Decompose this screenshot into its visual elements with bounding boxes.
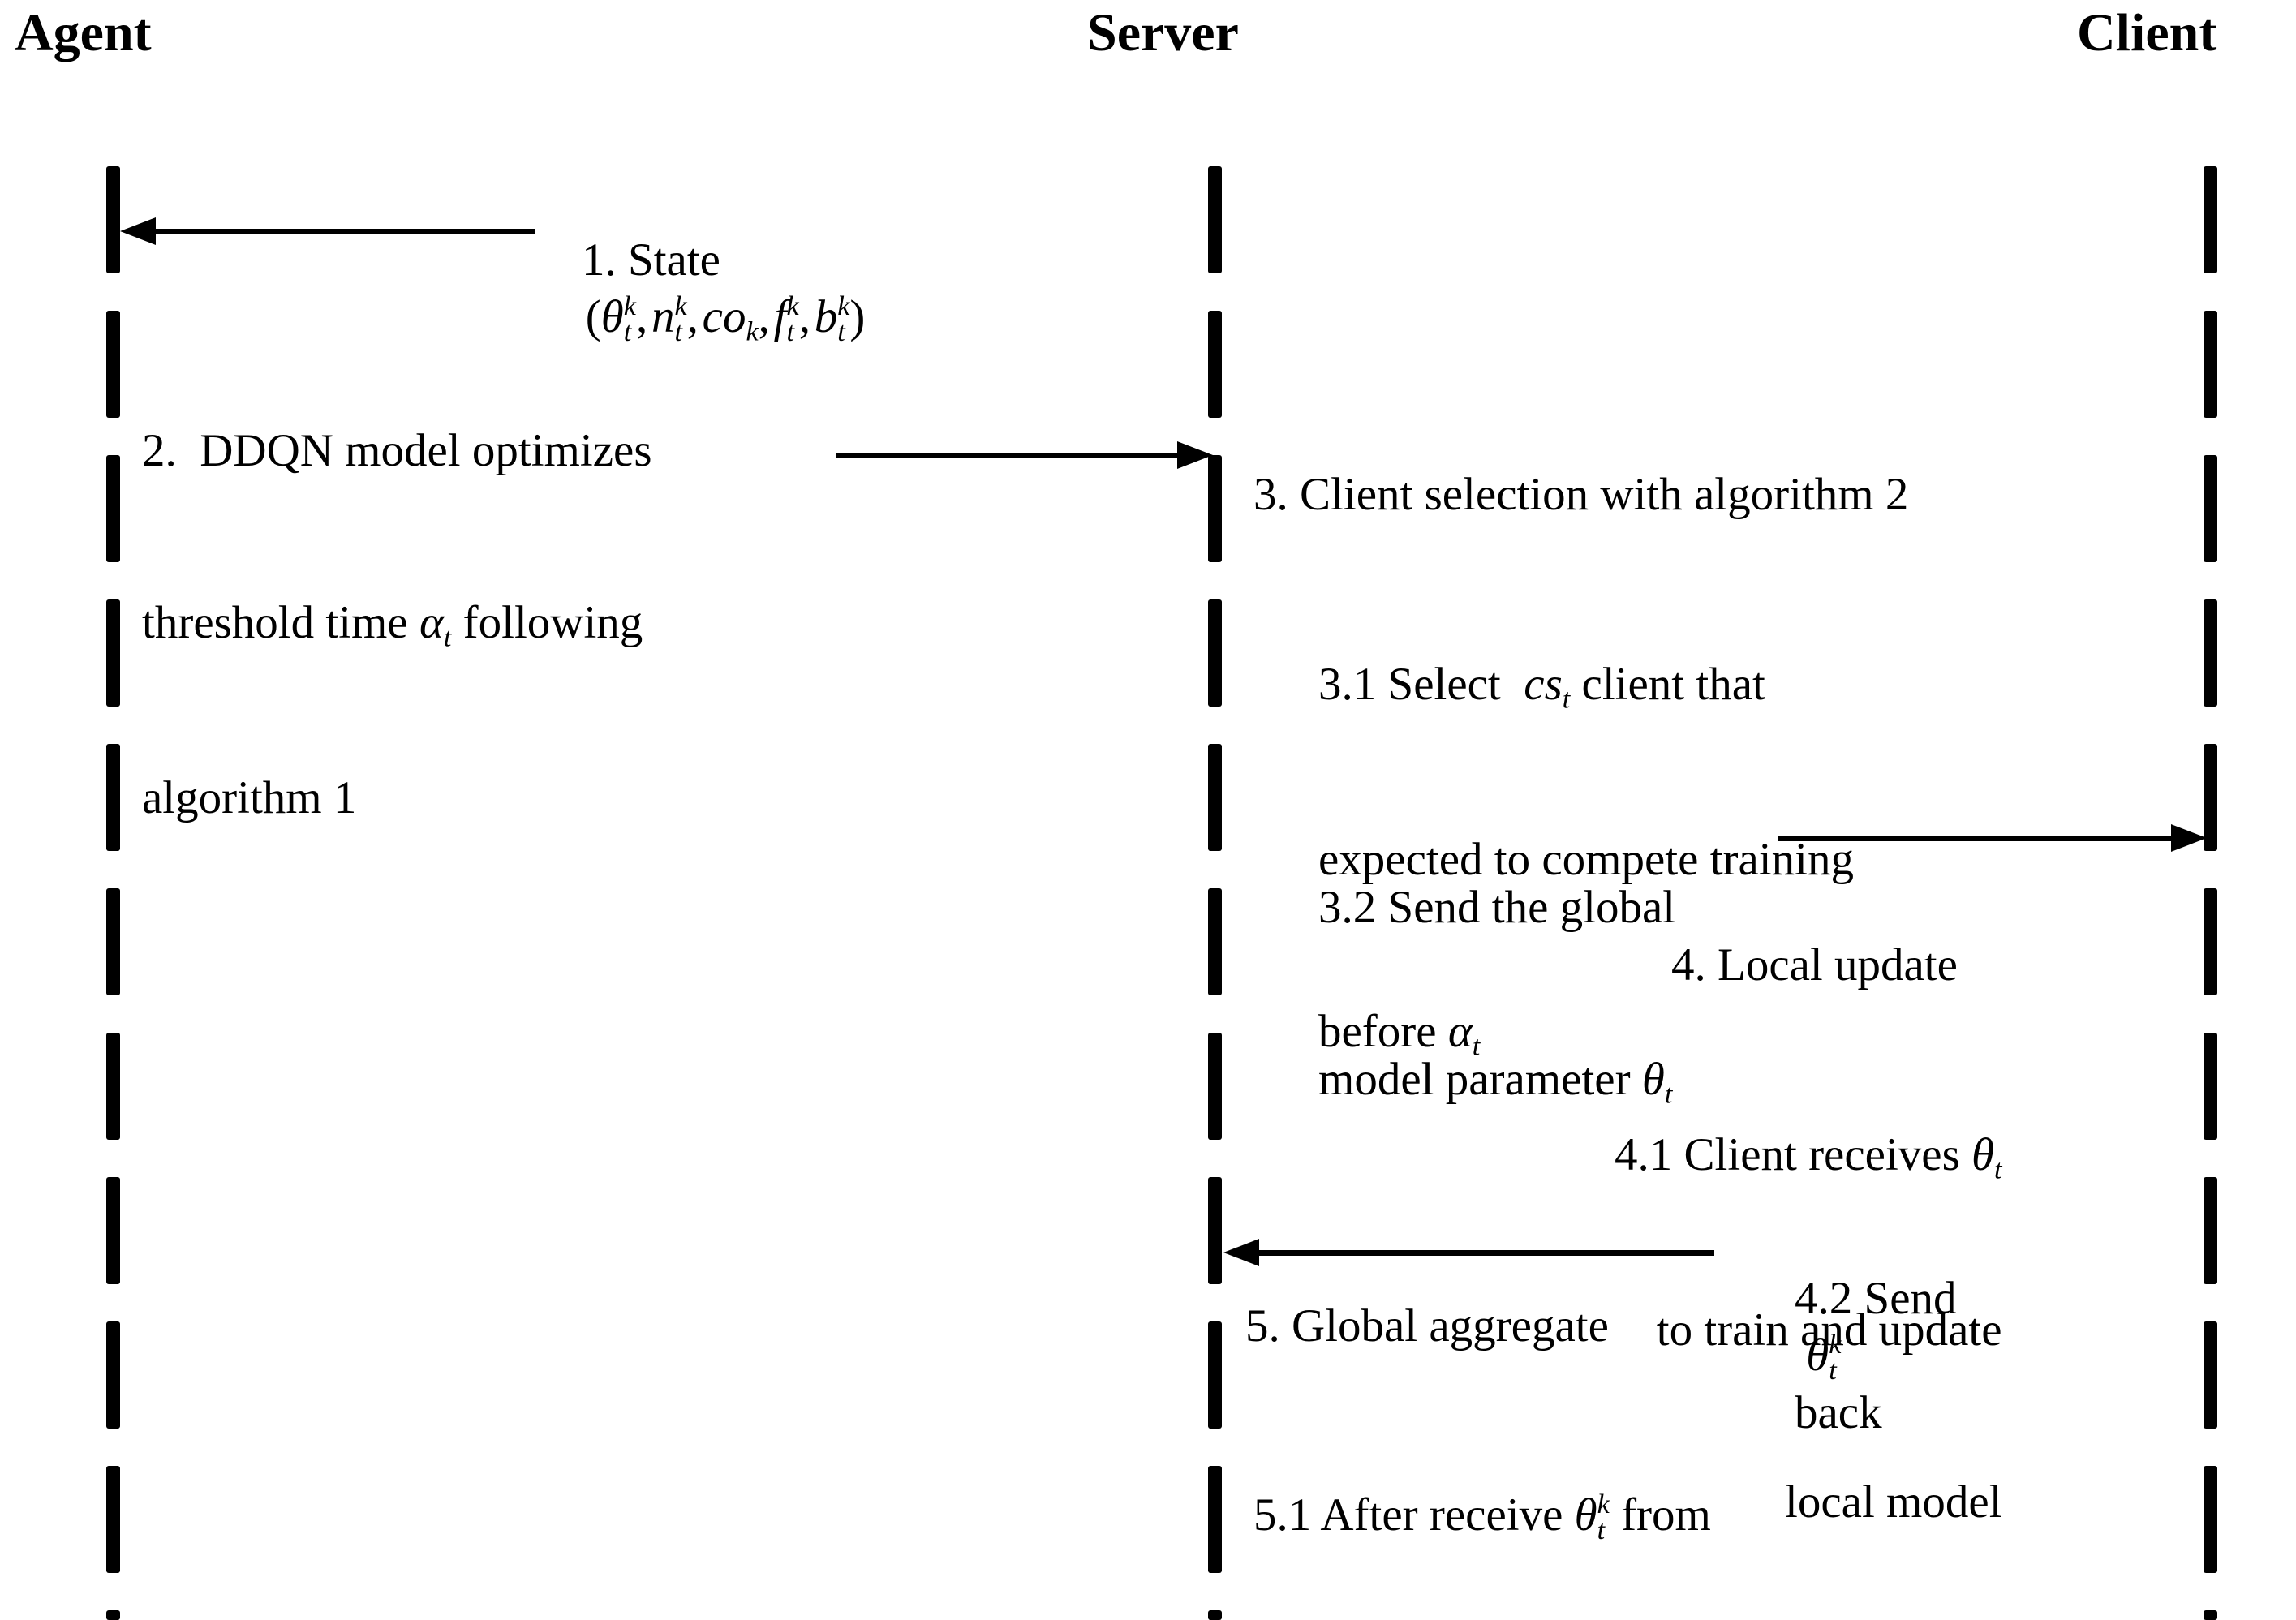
lifeline-segment <box>2204 311 2217 418</box>
lifeline-segment <box>2204 455 2217 562</box>
lifeline-segment <box>1208 744 1222 851</box>
message-2-ddqn-optimize: 2. DDQN model optimizes threshold time α… <box>142 308 652 942</box>
lifeline-segment <box>106 599 120 707</box>
arrow-global-model-server-to-client <box>1778 824 2207 852</box>
lifeline-segment <box>2204 599 2217 707</box>
lifeline-server <box>1208 166 1222 1620</box>
lifeline-segment <box>1208 1033 1222 1140</box>
lifeline-segment <box>106 1321 120 1429</box>
message-2-line-1: 2. DDQN model optimizes <box>142 425 652 477</box>
message-3-2-line-2: model parameter θt <box>1318 1054 1673 1110</box>
message-5-global-aggregate: 5. Global aggregate <box>1245 1300 1609 1351</box>
lifeline-segment <box>2204 744 2217 851</box>
participant-header-agent: Agent <box>15 3 152 62</box>
message-2-line-3: algorithm 1 <box>142 772 357 824</box>
lifeline-segment <box>106 455 120 562</box>
lifeline-segment <box>2204 166 2217 273</box>
lifeline-segment <box>106 1177 120 1284</box>
message-4-1-line-1: 4.1 Client receives θt <box>1615 1129 2002 1185</box>
message-3-1-line-3: before αt <box>1318 1006 1481 1062</box>
lifeline-segment <box>1208 166 1222 273</box>
lifeline-segment <box>1208 1177 1222 1284</box>
lifeline-segment <box>1208 1466 1222 1573</box>
lifeline-segment <box>1208 1610 1222 1620</box>
lifeline-segment <box>1208 1321 1222 1429</box>
arrowhead-left <box>1223 1239 1259 1266</box>
message-3-1-line-1: 3.1 Select cst client that <box>1318 659 1765 715</box>
lifeline-segment <box>1208 311 1222 418</box>
message-2-line-2: threshold time αt following <box>142 597 643 653</box>
message-4-1-line-3: local model <box>1785 1476 2002 1528</box>
lifeline-segment <box>1208 455 1222 562</box>
message-4-2-suffix: back <box>1795 1387 1882 1439</box>
message-4-1-line-2: to train and update <box>1656 1304 2002 1356</box>
message-3-client-selection: 3. Client selection with algorithm 2 <box>1253 469 1909 520</box>
message-3-2-line-1: 3.2 Send the global <box>1318 882 1676 934</box>
arrowhead-left <box>120 217 156 245</box>
arrow-shaft <box>1778 836 2174 841</box>
lifeline-segment <box>1208 888 1222 995</box>
arrowhead-right <box>2171 824 2207 852</box>
lifeline-segment <box>1208 599 1222 707</box>
lifeline-segment <box>106 1610 120 1620</box>
arrow-send-back-client-to-server <box>1223 1239 1714 1266</box>
participant-header-client: Client <box>2077 3 2217 62</box>
arrowhead-right <box>1177 441 1213 469</box>
lifeline-segment <box>106 1033 120 1140</box>
message-4-1-client-receives: 4.1 Client receives θt to train and upda… <box>1615 1012 2002 1620</box>
arrow-shaft <box>1256 1250 1714 1256</box>
lifeline-segment <box>2204 1033 2217 1140</box>
message-3-1-line-2: expected to compete training <box>1318 834 1854 886</box>
lifeline-segment <box>2204 888 2217 995</box>
lifeline-segment <box>2204 1321 2217 1429</box>
lifeline-segment <box>2204 1466 2217 1573</box>
message-1-prefix: 1. State <box>582 234 720 286</box>
message-5-1-aggregate-detail: 5.1 After receive θkt from all selected … <box>1253 1373 1796 1620</box>
lifeline-client <box>2204 166 2217 1620</box>
lifeline-segment <box>106 744 120 851</box>
participant-header-server: Server <box>1087 3 1239 62</box>
lifeline-segment <box>106 311 120 418</box>
lifeline-segment <box>2204 1610 2217 1620</box>
arrow-ddqn-agent-to-server <box>836 441 1213 469</box>
lifeline-segment <box>106 1466 120 1573</box>
message-4-2-prefix: 4.2 Send <box>1795 1272 1957 1324</box>
arrow-state-server-to-agent <box>120 217 535 245</box>
message-3-2-send-global-model: 3.2 Send the global model parameter θt <box>1318 765 1675 1227</box>
message-3-1-select-client: 3.1 Select cst client that expected to c… <box>1318 542 1854 1179</box>
arrow-shaft <box>836 453 1180 458</box>
arrow-shaft <box>153 229 535 234</box>
lifeline-segment <box>106 166 120 273</box>
lifeline-segment <box>106 888 120 995</box>
lifeline-segment <box>2204 1177 2217 1284</box>
lifeline-agent <box>106 166 120 1620</box>
message-4-local-update: 4. Local update <box>1671 939 1958 990</box>
